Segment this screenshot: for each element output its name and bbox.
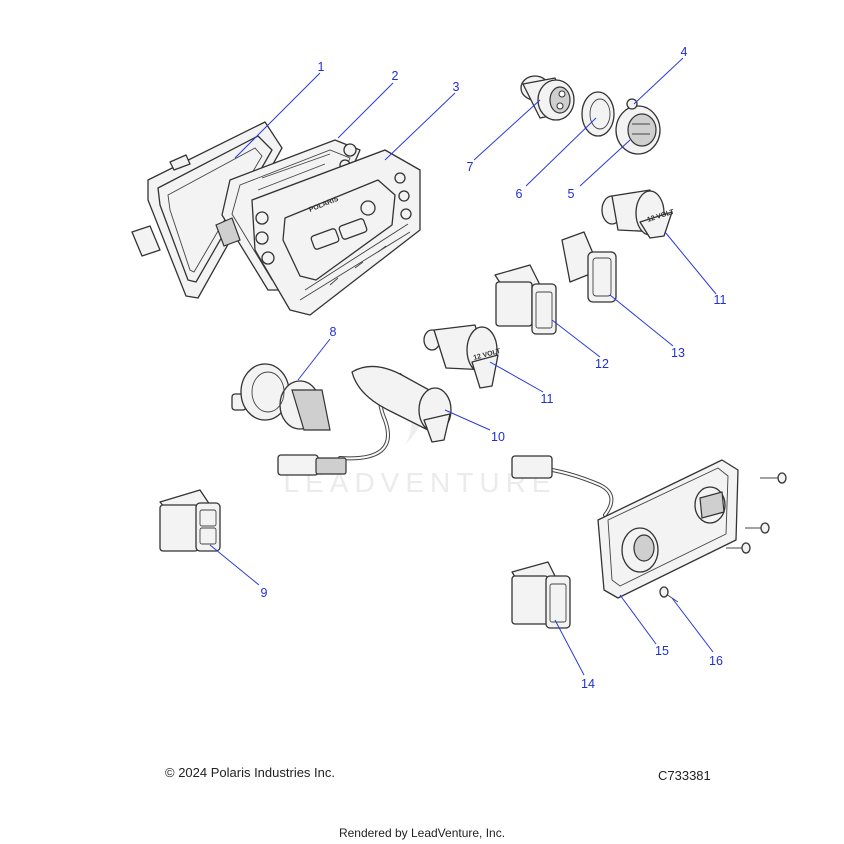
callout-3[interactable]: 3 bbox=[453, 80, 460, 94]
callout-2[interactable]: 2 bbox=[392, 69, 399, 83]
usb-cap-tether[interactable] bbox=[626, 98, 638, 110]
callout-9[interactable]: 9 bbox=[261, 586, 268, 600]
power-outlet-12v[interactable]: 12 VOLT bbox=[601, 189, 676, 239]
usb-nut[interactable] bbox=[581, 91, 615, 137]
callout-7[interactable]: 7 bbox=[467, 160, 474, 174]
ignition-switch[interactable] bbox=[231, 363, 331, 431]
leader-lines bbox=[209, 57, 717, 676]
callout-15[interactable]: 15 bbox=[655, 644, 669, 658]
callout-14[interactable]: 14 bbox=[581, 677, 595, 691]
usb-cap[interactable] bbox=[615, 105, 661, 155]
usb-receptacle[interactable] bbox=[520, 75, 575, 121]
rocker-switch-awd[interactable] bbox=[494, 264, 557, 335]
callout-12[interactable]: 12 bbox=[595, 357, 609, 371]
callout-16[interactable]: 16 bbox=[709, 654, 723, 668]
callout-8[interactable]: 8 bbox=[330, 325, 337, 339]
callout-1[interactable]: 1 bbox=[318, 60, 325, 74]
rendered-by-text: Rendered by LeadVenture, Inc. bbox=[338, 826, 506, 840]
callout-11b[interactable]: 11 bbox=[541, 392, 554, 406]
callout-10[interactable]: 10 bbox=[491, 430, 505, 444]
callout-13[interactable]: 13 bbox=[671, 346, 685, 360]
copyright-text: © 2024 Polaris Industries Inc. bbox=[165, 765, 335, 780]
callout-5[interactable]: 5 bbox=[568, 187, 575, 201]
dash-panel-assembly[interactable] bbox=[511, 455, 739, 599]
screw[interactable] bbox=[659, 472, 787, 603]
switch-cover[interactable] bbox=[561, 231, 617, 303]
radio-bezel[interactable]: POLARIS bbox=[251, 149, 421, 316]
callout-11[interactable]: 11 bbox=[714, 293, 727, 307]
power-outlet-12v[interactable]: 12 VOLT bbox=[423, 324, 502, 389]
callout-6[interactable]: 6 bbox=[516, 187, 523, 201]
bezel-frame[interactable] bbox=[131, 121, 283, 299]
callout-numbers: 1 2 3 4 5 6 7 8 9 10 11 11 12 13 14 15 1… bbox=[261, 45, 727, 691]
drawing-code: C733381 bbox=[658, 768, 711, 783]
rocker-switch-drive[interactable] bbox=[511, 561, 571, 629]
usb-charger-harness[interactable] bbox=[277, 365, 452, 476]
rocker-switch-lights[interactable] bbox=[159, 489, 221, 552]
callout-4[interactable]: 4 bbox=[681, 45, 688, 59]
